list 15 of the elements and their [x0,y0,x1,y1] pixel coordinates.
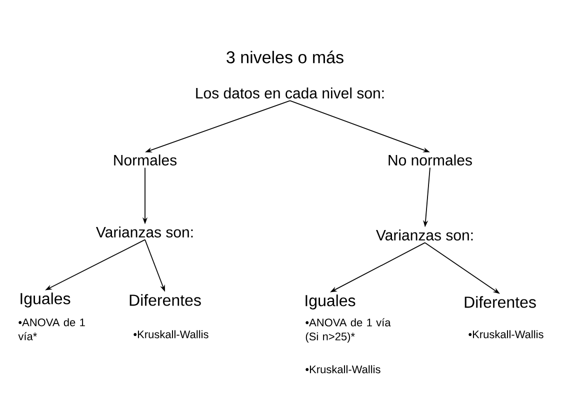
node-label: Diferentes [130,294,201,306]
method-text: •Kruskall-Wallis [306,365,380,374]
node-label: Normales [114,154,177,166]
method-text: •Kruskall-Wallis [468,330,544,338]
node-label: Diferentes [464,296,536,308]
node-label: Iguales [20,292,70,308]
method-text: •ANOVA de 1 vía (Si n>25)* [306,318,391,343]
method-text: •Kruskall-Wallis [134,330,208,338]
node-label: Los datos en cada nivel son: [196,88,384,98]
title: 3 niveles o más [226,50,344,64]
node-label: Varianzas son: [96,226,193,238]
method-text: •ANOVA de 1 vía* [18,318,85,340]
node-label: Varianzas son: [376,230,473,240]
node-label: No normales [388,154,472,166]
node-label: Iguales [306,294,356,310]
